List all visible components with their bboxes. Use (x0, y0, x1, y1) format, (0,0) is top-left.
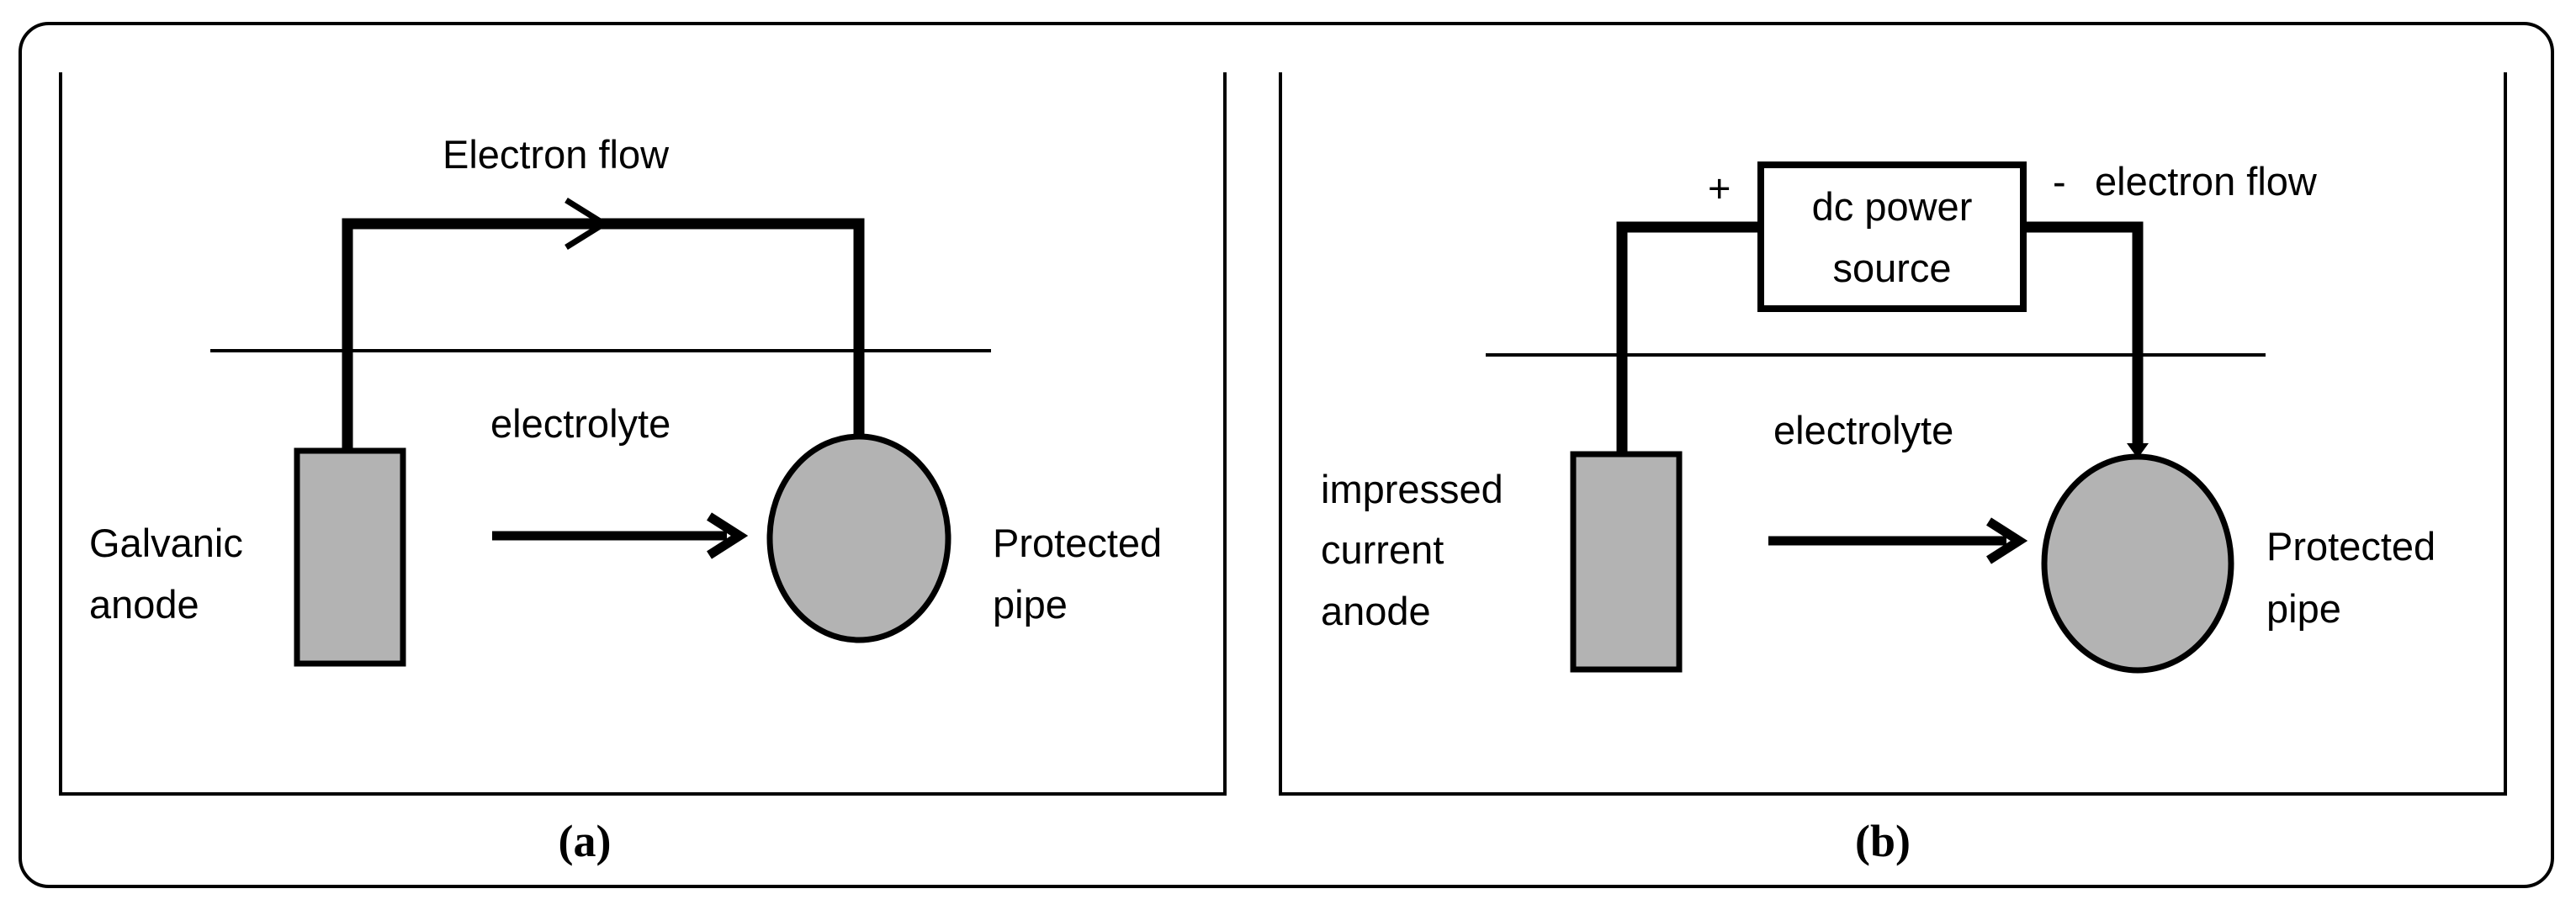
impressed-current-anode (1570, 451, 1683, 673)
panel-b-protected-pipe (2041, 453, 2234, 674)
panel-a-border (59, 72, 1227, 796)
panel-b-electrolyte-label: electrolyte (1773, 408, 1953, 452)
positive-terminal-label: + (1708, 166, 1731, 210)
panel-a-protected-pipe (766, 433, 951, 643)
panel-b-wire-anode-side (1616, 221, 1761, 454)
panel-b-electron-flow-label: electron flow (2095, 159, 2318, 204)
panel-b-pipe-label-line2: pipe (2266, 586, 2341, 631)
dc-power-source (1757, 161, 2027, 312)
panel-a-caption: (a) (559, 816, 612, 866)
impressed-anode-label-line2: current (1321, 527, 1444, 572)
dc-power-source-label-line2: source (1832, 246, 1951, 290)
panel-a: Electron flow electrolyte Galvanic anode… (59, 72, 1227, 866)
panel-a-electrolyte-arrowhead (707, 512, 749, 559)
panel-a-electron-flow-label: Electron flow (443, 132, 670, 177)
galvanic-anode-label-line2: anode (89, 582, 199, 627)
panel-b-electrolyte-arrowhead (1986, 517, 2028, 564)
outer-frame (19, 22, 2554, 888)
panel-a-pipe-label-line2: pipe (993, 582, 1068, 627)
galvanic-anode (294, 447, 406, 667)
negative-terminal-label: - (2053, 159, 2066, 204)
panel-a-electrolyte-label: electrolyte (490, 401, 671, 446)
galvanic-anode-label-line1: Galvanic (89, 521, 243, 565)
panel-b-pipe-label-line1: Protected (2266, 524, 2436, 569)
panel-a-pipe-label-line1: Protected (993, 521, 1162, 565)
panel-b-wire-end-arrowhead (2127, 443, 2149, 458)
dc-power-source-label-line1: dc power (1812, 184, 1973, 229)
panel-b-wire-pipe-side (2023, 221, 2144, 443)
panel-b-caption: (b) (1855, 816, 1911, 866)
impressed-anode-label-line1: impressed (1321, 467, 1503, 511)
panel-b: dc power source + - electron flow electr… (1279, 72, 2507, 866)
panel-b-border (1279, 72, 2507, 796)
panel-a-electron-flow-arrow (564, 198, 610, 250)
impressed-anode-label-line3: anode (1321, 589, 1431, 633)
